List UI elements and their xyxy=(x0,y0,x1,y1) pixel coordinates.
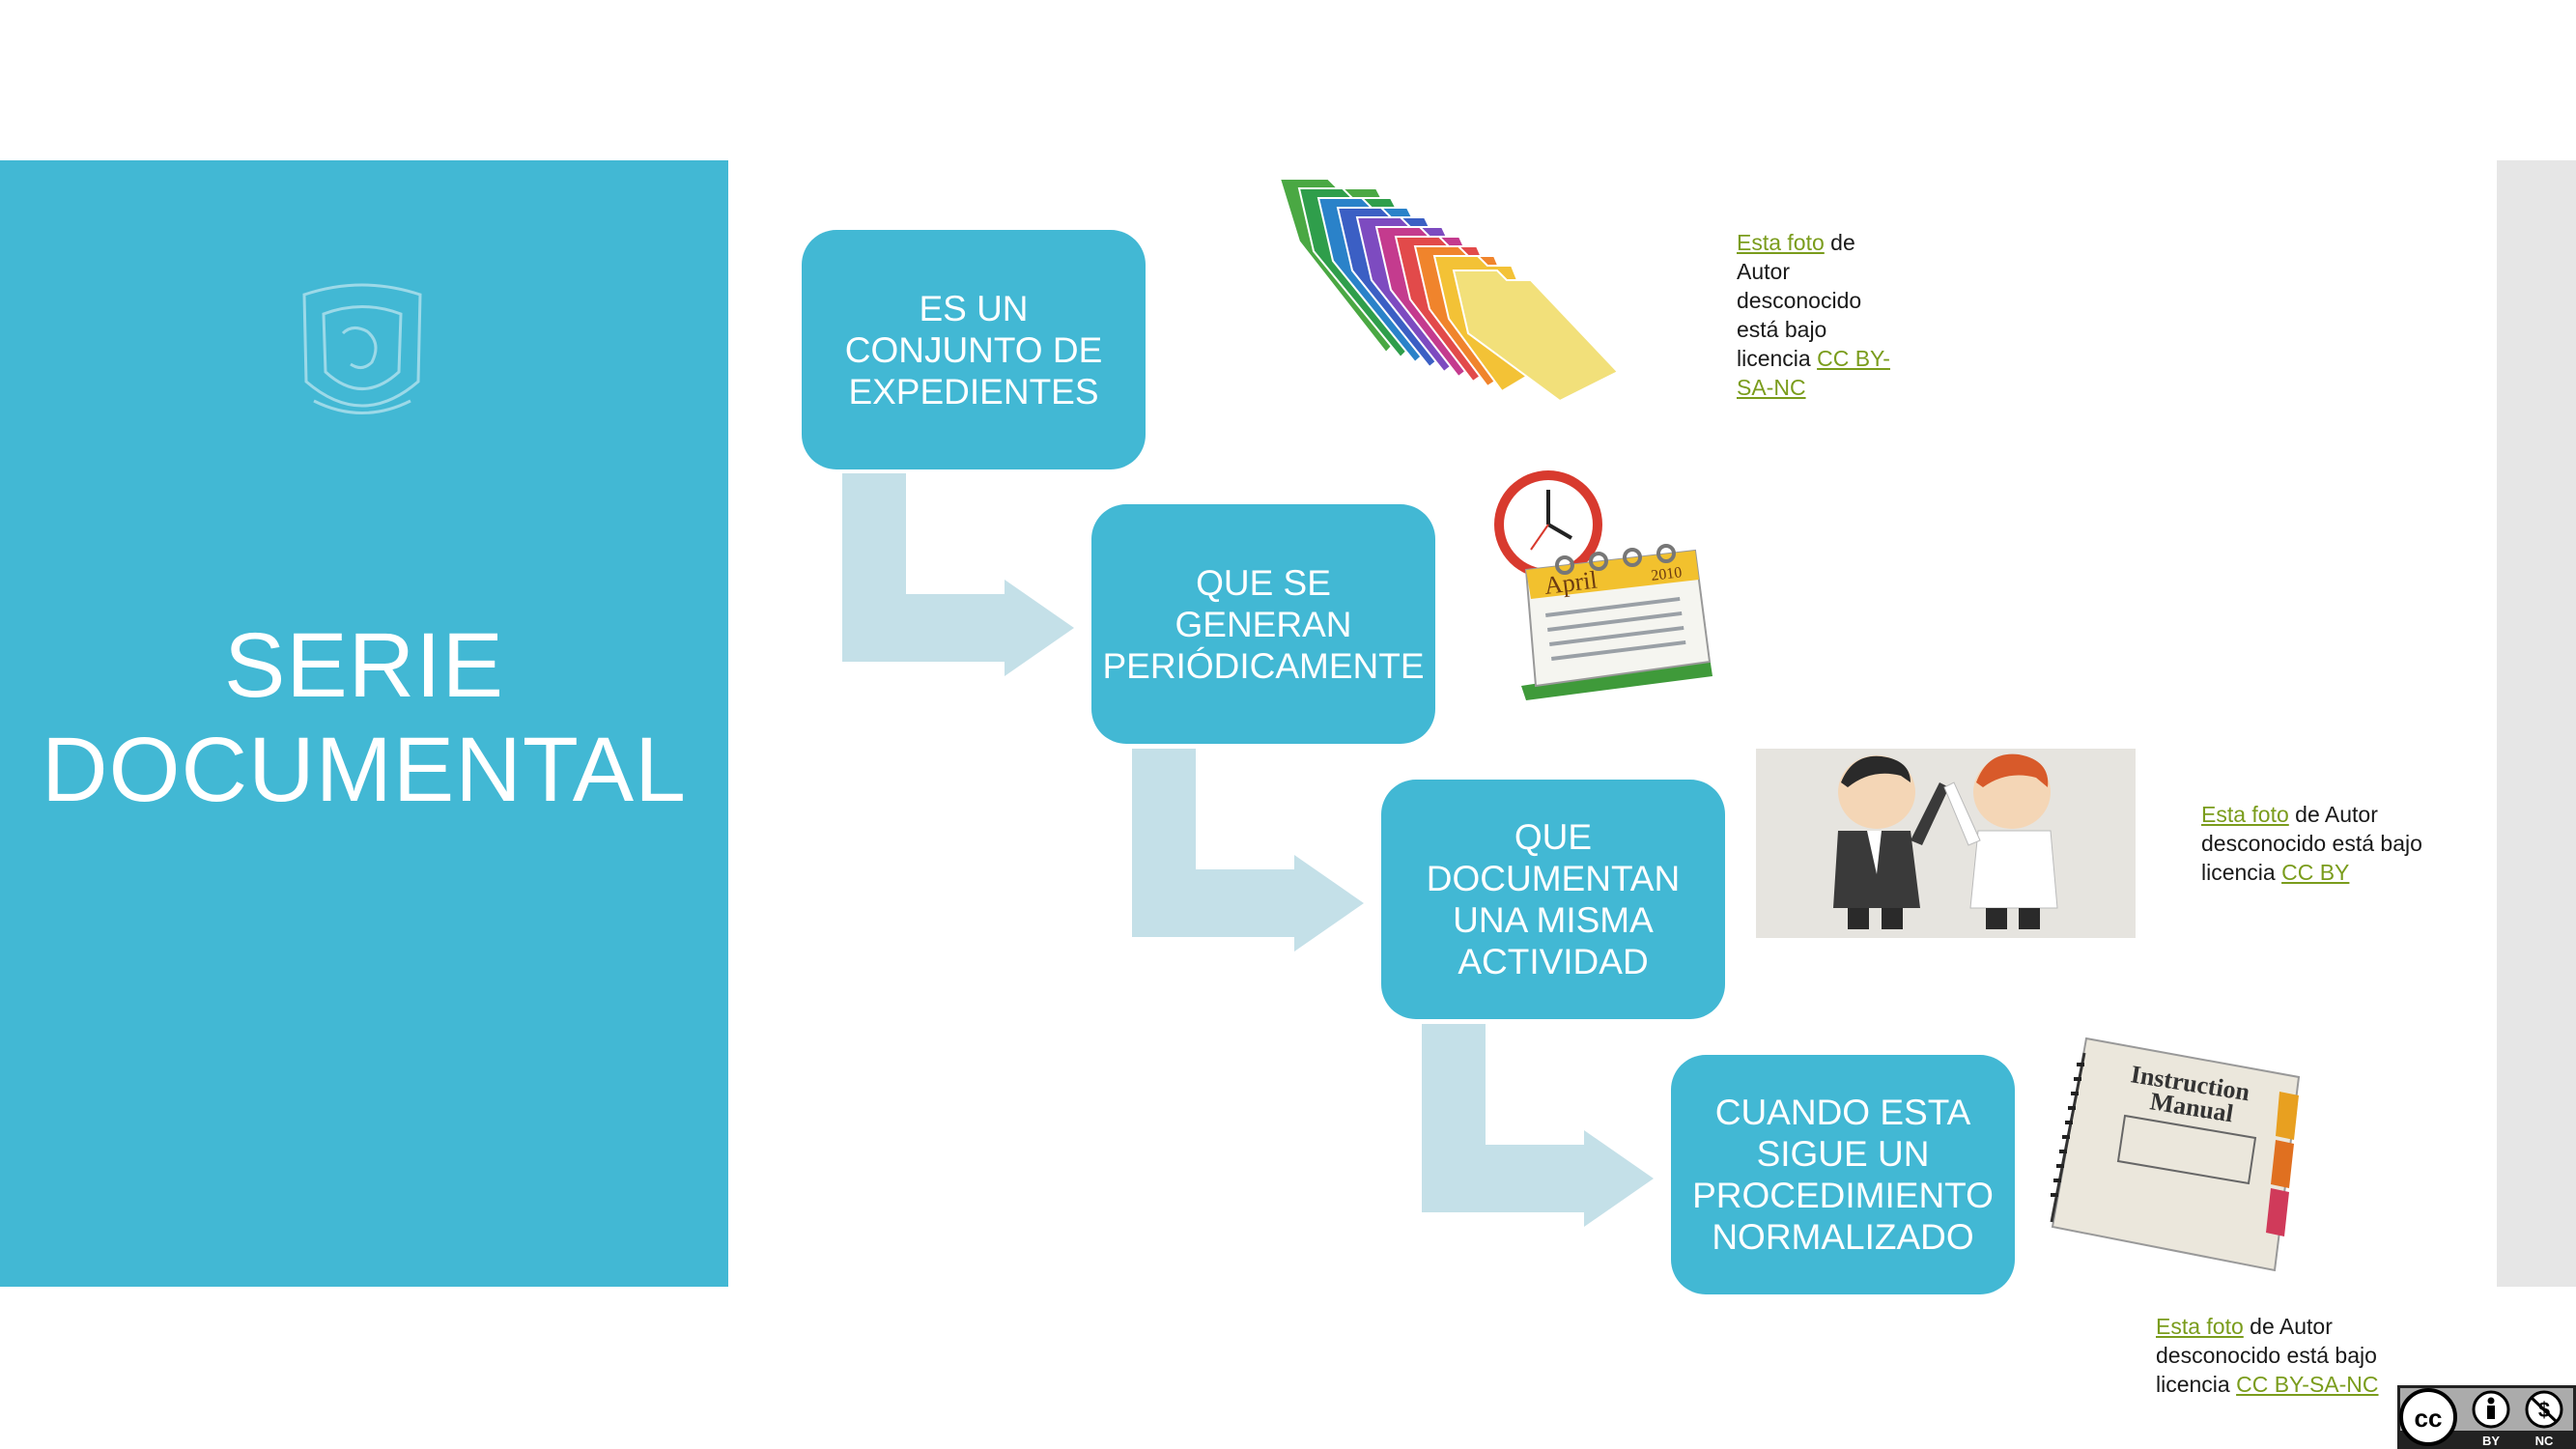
cc-icon: cc xyxy=(2399,1388,2457,1446)
photo-credit-2: Esta foto de Autor desconocido está bajo… xyxy=(2201,800,2423,887)
step-3-label: QUE DOCUMENTAN UNA MISMA ACTIVIDAD xyxy=(1426,817,1681,981)
slide-title-line1: SERIE xyxy=(223,614,505,717)
photo-credit-2-link[interactable]: Esta foto xyxy=(2201,802,2289,827)
step-1-box: ES UN CONJUNTO DE EXPEDIENTES xyxy=(802,230,1146,469)
clock-calendar-image: April 2010 xyxy=(1494,470,1713,700)
right-side-band xyxy=(2497,160,2576,1287)
photo-credit-2-license-link[interactable]: CC BY xyxy=(2281,860,2350,885)
step-3-box: QUE DOCUMENTAN UNA MISMA ACTIVIDAD xyxy=(1381,780,1725,1019)
slide-title-line2: DOCUMENTAL xyxy=(42,719,687,821)
calendar-year-text: 2010 xyxy=(1650,564,1683,584)
photo-credit-3: Esta foto de Autor desconocido está bajo… xyxy=(2156,1312,2388,1399)
slide-title: SERIE DOCUMENTAL xyxy=(0,613,728,822)
svg-text:cc: cc xyxy=(2415,1404,2443,1433)
photo-credit-1-text: de Autor desconocido está bajo licencia xyxy=(1737,230,1862,371)
colored-folders-image xyxy=(1278,178,1620,403)
step-1-label: ES UN CONJUNTO DE EXPEDIENTES xyxy=(844,288,1103,412)
connector-arrow-3 xyxy=(1422,1024,1654,1227)
step-2-box: QUE SE GENERAN PERIÓDICAMENTE xyxy=(1091,504,1435,744)
connector-arrow-2 xyxy=(1132,749,1364,952)
photo-credit-1-link[interactable]: Esta foto xyxy=(1737,230,1825,255)
nc-noncommercial-icon: $ xyxy=(2525,1390,2563,1429)
unam-crest-icon xyxy=(302,283,422,414)
cc-by-label: BY xyxy=(2482,1434,2500,1448)
step-4-label: CUANDO ESTA SIGUE UN PROCEDIMIENTO NORMA… xyxy=(1692,1093,1994,1257)
businessmen-highfive-image xyxy=(1756,749,2136,938)
by-attribution-icon xyxy=(2472,1390,2510,1429)
cc-nc-label: NC xyxy=(2535,1434,2554,1448)
step-4-box: CUANDO ESTA SIGUE UN PROCEDIMIENTO NORMA… xyxy=(1671,1055,2015,1294)
connector-arrow-1 xyxy=(842,473,1074,676)
step-2-label: QUE SE GENERAN PERIÓDICAMENTE xyxy=(1102,562,1425,686)
photo-credit-3-license-link[interactable]: CC BY-SA-NC xyxy=(2236,1372,2379,1397)
photo-credit-1: Esta foto de Autor desconocido está bajo… xyxy=(1737,228,1891,402)
photo-credit-2-text: de Autor desconocido está bajo licencia xyxy=(2201,802,2422,885)
cc-license-badge[interactable]: cc $ BY NC xyxy=(2397,1385,2576,1449)
title-panel xyxy=(0,160,728,1287)
photo-credit-3-link[interactable]: Esta foto xyxy=(2156,1314,2244,1339)
photo-credit-1-license-link[interactable]: CC BY-SA-NC xyxy=(1737,346,1890,400)
photo-credit-3-text: de Autor desconocido está bajo licencia xyxy=(2156,1314,2377,1397)
instruction-manual-image: Instruction Manual xyxy=(2050,1037,2301,1272)
